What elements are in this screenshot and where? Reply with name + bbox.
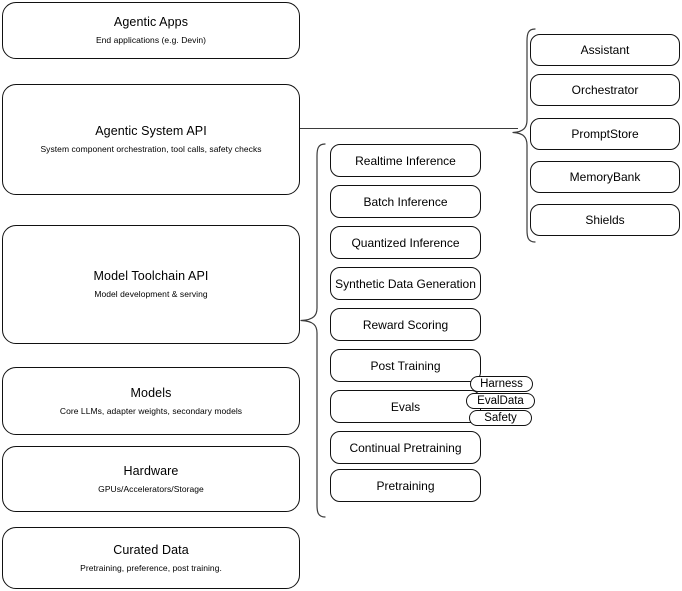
toolchain-chip-realtime-inference[interactable]: Realtime Inference xyxy=(330,144,481,177)
layer-box-models[interactable]: Models Core LLMs, adapter weights, secon… xyxy=(2,367,300,435)
layer-title: Models xyxy=(130,385,172,400)
brace-system-components xyxy=(512,28,536,243)
layer-title: Curated Data xyxy=(113,542,189,557)
layer-subtitle: System component orchestration, tool cal… xyxy=(40,144,262,154)
connector-system-api-to-components xyxy=(300,128,518,129)
layer-title: Hardware xyxy=(123,463,179,478)
system-chip-promptstore[interactable]: PromptStore xyxy=(530,118,680,150)
toolchain-chip-post-training[interactable]: Post Training xyxy=(330,349,481,382)
chip-label: Reward Scoring xyxy=(362,317,449,332)
chip-label: Assistant xyxy=(580,43,630,57)
toolchain-chip-synthetic-data-generation[interactable]: Synthetic Data Generation xyxy=(330,267,481,300)
chip-label: Pretraining xyxy=(376,478,435,493)
eval-pill-harness[interactable]: Harness xyxy=(470,376,533,392)
layer-box-curated-data[interactable]: Curated Data Pretraining, preference, po… xyxy=(2,527,300,589)
layer-box-hardware[interactable]: Hardware GPUs/Accelerators/Storage xyxy=(2,446,300,512)
chip-label: Batch Inference xyxy=(363,194,448,209)
system-chip-shields[interactable]: Shields xyxy=(530,204,680,236)
chip-label: Post Training xyxy=(370,358,441,373)
toolchain-chip-reward-scoring[interactable]: Reward Scoring xyxy=(330,308,481,341)
chip-label: Synthetic Data Generation xyxy=(335,276,476,291)
chip-label: Quantized Inference xyxy=(351,235,460,250)
layer-box-model-toolchain-api[interactable]: Model Toolchain API Model development & … xyxy=(2,225,300,344)
toolchain-chip-pretraining[interactable]: Pretraining xyxy=(330,469,481,502)
toolchain-chip-quantized-inference[interactable]: Quantized Inference xyxy=(330,226,481,259)
pill-label: EvalData xyxy=(477,395,524,407)
layer-title: Model Toolchain API xyxy=(93,269,209,284)
chip-label: PromptStore xyxy=(571,127,639,141)
system-chip-orchestrator[interactable]: Orchestrator xyxy=(530,74,680,106)
layer-box-agentic-system-api[interactable]: Agentic System API System component orch… xyxy=(2,84,300,195)
toolchain-chip-continual-pretraining[interactable]: Continual Pretraining xyxy=(330,431,481,464)
chip-label: Evals xyxy=(390,399,421,414)
system-chip-assistant[interactable]: Assistant xyxy=(530,34,680,66)
eval-pill-evaldata[interactable]: EvalData xyxy=(466,393,535,409)
layer-title: Agentic System API xyxy=(95,124,207,139)
chip-label: Shields xyxy=(585,213,625,227)
layer-subtitle: Model development & serving xyxy=(94,289,208,299)
layer-subtitle: Pretraining, preference, post training. xyxy=(80,562,222,573)
chip-label: Continual Pretraining xyxy=(349,440,462,455)
pill-label: Safety xyxy=(484,412,517,424)
eval-pill-safety[interactable]: Safety xyxy=(469,410,532,426)
toolchain-chip-evals[interactable]: Evals xyxy=(330,390,481,423)
system-chip-memorybank[interactable]: MemoryBank xyxy=(530,161,680,193)
chip-label: MemoryBank xyxy=(569,170,641,184)
layer-subtitle: End applications (e.g. Devin) xyxy=(95,35,207,45)
pill-label: Harness xyxy=(480,378,523,390)
chip-label: Orchestrator xyxy=(571,83,639,97)
layer-title: Agentic Apps xyxy=(113,15,189,30)
toolchain-chip-batch-inference[interactable]: Batch Inference xyxy=(330,185,481,218)
layer-subtitle: GPUs/Accelerators/Storage xyxy=(98,483,204,494)
layer-box-agentic-apps[interactable]: Agentic Apps End applications (e.g. Devi… xyxy=(2,2,300,59)
brace-model-toolchain xyxy=(300,143,326,518)
chip-label: Realtime Inference xyxy=(355,153,456,168)
layer-subtitle: Core LLMs, adapter weights, secondary mo… xyxy=(59,405,243,416)
